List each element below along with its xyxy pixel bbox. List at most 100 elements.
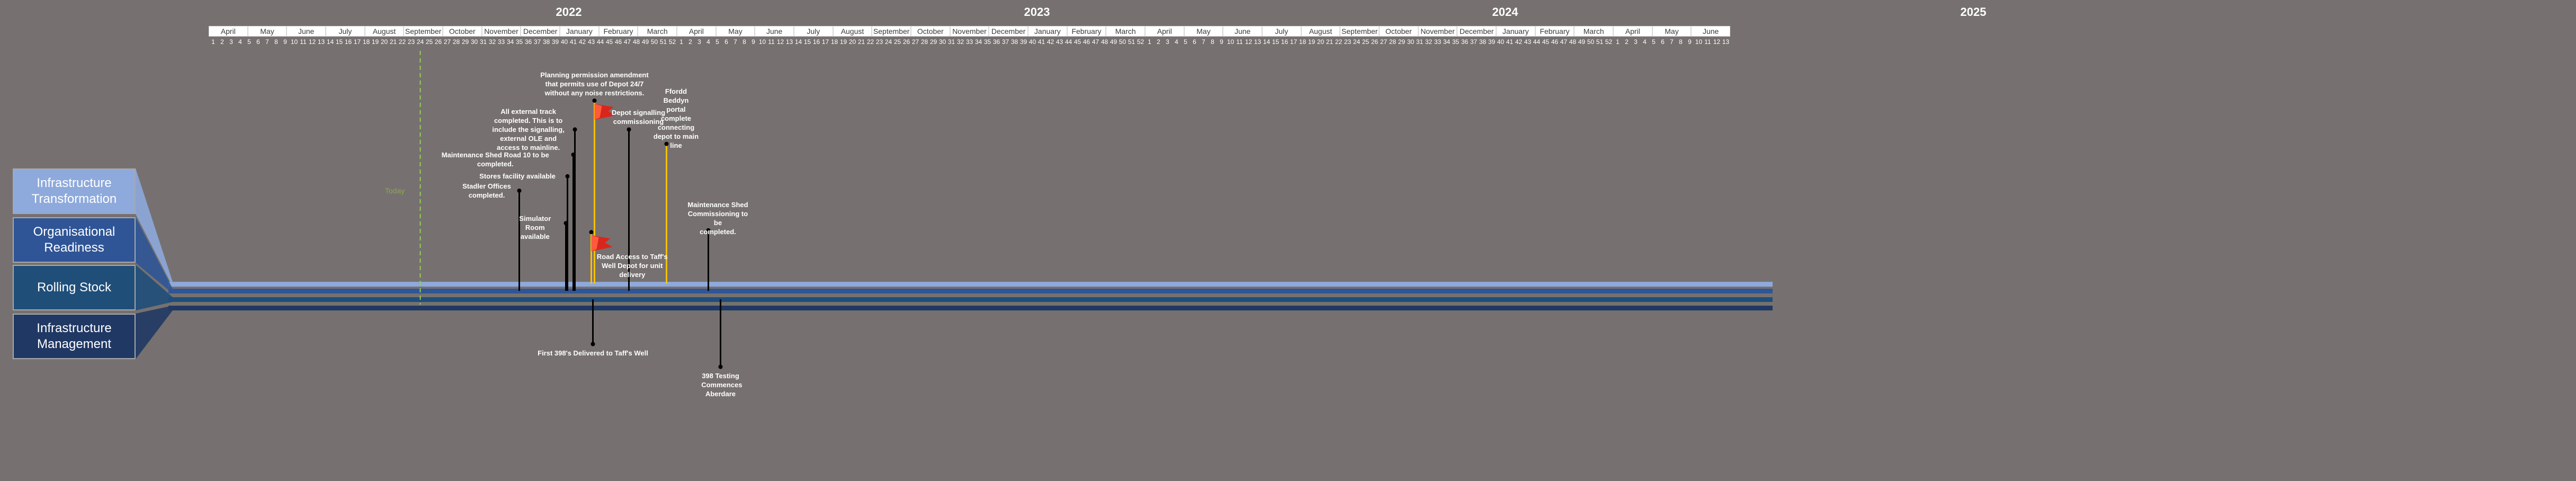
week-number: 22 (398, 38, 406, 46)
category-ribbon (136, 168, 173, 287)
category-organisational-readiness: Organisational Readiness (13, 217, 136, 263)
week-number: 46 (1083, 38, 1090, 46)
week-number: 25 (893, 38, 901, 46)
week-number: 11 (768, 38, 775, 46)
month-cell: October (443, 26, 482, 37)
week-number: 18 (362, 38, 370, 46)
week-number: 10 (290, 38, 298, 46)
milestone-label: All external track completed. This is to… (492, 107, 565, 152)
swimlane-bar (168, 289, 1773, 293)
week-number: 41 (1037, 38, 1045, 46)
week-number: 40 (1497, 38, 1505, 46)
week-number: 43 (587, 38, 595, 46)
week-number: 23 (407, 38, 415, 46)
month-cell: June (1691, 26, 1730, 37)
week-number: 8 (743, 38, 746, 46)
week-number: 34 (506, 38, 514, 46)
week-number: 17 (821, 38, 829, 46)
week-number: 37 (1001, 38, 1009, 46)
month-cell: February (598, 26, 638, 37)
category-rolling-stock: Rolling Stock (13, 265, 136, 310)
month-cell: May (715, 26, 755, 37)
week-number: 38 (542, 38, 550, 46)
milestone-dot (592, 99, 597, 103)
milestone-label: Depot signalling commissioning (611, 109, 666, 126)
week-number: 3 (1634, 38, 1638, 46)
week-number: 26 (434, 38, 442, 46)
week-number: 35 (515, 38, 523, 46)
month-cell: December (1457, 26, 1496, 37)
category-label: Infrastructure Management (37, 321, 112, 351)
week-number: 48 (1101, 38, 1108, 46)
week-number: 37 (533, 38, 541, 46)
week-number: 43 (1056, 38, 1063, 46)
month-cell: October (1379, 26, 1418, 37)
week-number: 39 (1019, 38, 1027, 46)
week-number: 43 (1524, 38, 1532, 46)
category-ribbon (136, 265, 173, 310)
week-number: 49 (1110, 38, 1117, 46)
week-number: 2 (1157, 38, 1160, 46)
week-number: 44 (596, 38, 604, 46)
week-number: 1 (211, 38, 215, 46)
week-number: 49 (1578, 38, 1586, 46)
week-number: 30 (938, 38, 946, 46)
week-number: 19 (839, 38, 847, 46)
week-number: 29 (1398, 38, 1406, 46)
week-number: 42 (578, 38, 586, 46)
milestone-dot (591, 342, 595, 346)
month-cell: September (404, 26, 443, 37)
week-number: 4 (1643, 38, 1647, 46)
milestone-label: Maintenance Shed Commissioning to be com… (687, 200, 748, 236)
week-number: 25 (1362, 38, 1370, 46)
category-infrastructure-management: Infrastructure Management (13, 314, 136, 359)
week-number: 10 (1695, 38, 1703, 46)
month-cell: January (1496, 26, 1535, 37)
milestone-dot (573, 127, 577, 132)
week-number: 42 (1515, 38, 1523, 46)
week-number: 13 (1254, 38, 1262, 46)
week-number: 48 (632, 38, 640, 46)
week-number: 50 (650, 38, 658, 46)
month-cell: September (1340, 26, 1379, 37)
week-number: 15 (1272, 38, 1280, 46)
month-cell: November (950, 26, 989, 37)
month-cell: January (1028, 26, 1067, 37)
week-number: 34 (1443, 38, 1451, 46)
week-number: 38 (1010, 38, 1018, 46)
week-number: 24 (416, 38, 424, 46)
week-number: 22 (866, 38, 874, 46)
week-number: 7 (1202, 38, 1205, 46)
milestone-dot (664, 141, 669, 146)
week-number: 46 (1551, 38, 1559, 46)
week-number: 4 (238, 38, 242, 46)
week-number: 19 (371, 38, 379, 46)
week-number: 1 (1148, 38, 1151, 46)
month-cell: June (287, 26, 326, 37)
week-number: 52 (1605, 38, 1613, 46)
year-label: 2023 (1024, 5, 1050, 19)
week-number: 36 (524, 38, 532, 46)
week-number: 37 (1470, 38, 1478, 46)
week-number: 13 (1722, 38, 1730, 46)
week-number: 12 (308, 38, 316, 46)
week-number: 8 (1679, 38, 1683, 46)
month-cell: June (755, 26, 794, 37)
week-number: 11 (1704, 38, 1711, 46)
week-number: 14 (326, 38, 334, 46)
today-label: Today (384, 186, 405, 195)
week-number: 33 (965, 38, 973, 46)
week-number: 33 (1434, 38, 1442, 46)
week-number: 5 (715, 38, 719, 46)
week-number: 38 (1479, 38, 1487, 46)
milestone-label: Stores facility available (479, 172, 556, 181)
milestone-markers (517, 99, 723, 369)
milestone-dot (718, 364, 723, 369)
month-cell: April (1613, 26, 1652, 37)
week-number: 3 (229, 38, 233, 46)
month-cell: August (833, 26, 872, 37)
week-number: 1 (679, 38, 683, 46)
week-number: 35 (1452, 38, 1460, 46)
week-number: 2 (1625, 38, 1629, 46)
week-number: 47 (1092, 38, 1099, 46)
